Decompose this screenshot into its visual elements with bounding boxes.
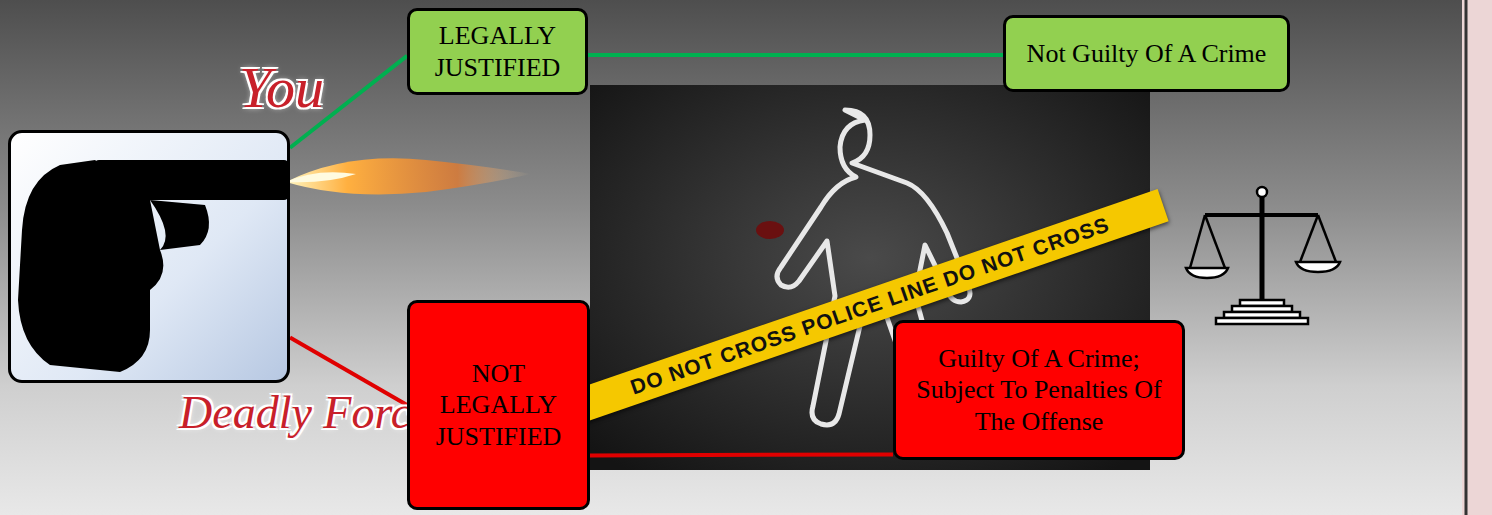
justified-box: LEGALLY JUSTIFIED: [407, 8, 588, 95]
side-strip: [1462, 0, 1492, 515]
box-text: Not Guilty Of A Crime: [1027, 38, 1267, 69]
side-rule: [1465, 0, 1468, 515]
box-text: Guilty Of A Crime; Subject To Penalties …: [912, 343, 1166, 437]
outcome-box: Not Guilty Of A Crime: [1003, 15, 1290, 92]
gun-silhouette: [18, 160, 290, 372]
box-text: NOT LEGALLY JUSTIFIED: [428, 358, 569, 452]
scales-of-justice: [1186, 187, 1340, 324]
script-caption: Deadly Force: [179, 385, 431, 440]
outcome-box: Guilty Of A Crime; Subject To Penalties …: [893, 320, 1185, 460]
unjustified-box: NOT LEGALLY JUSTIFIED: [407, 300, 590, 510]
script-heading: You: [239, 53, 324, 123]
flash-core: [286, 172, 356, 182]
box-text: LEGALLY JUSTIFIED: [420, 20, 575, 82]
image-box: YouDeadly Force: [8, 130, 290, 383]
connector-line: [590, 454, 893, 455]
connector-line: [588, 53, 1003, 57]
muzzle-flash: [286, 158, 531, 194]
blood-stain: [756, 221, 784, 239]
